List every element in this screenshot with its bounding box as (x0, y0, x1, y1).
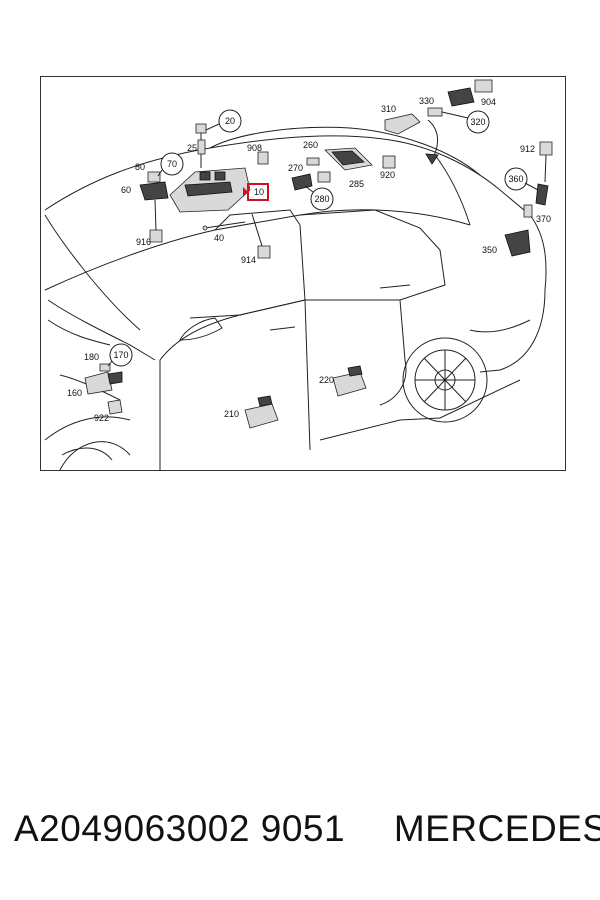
part-270-bulb (306, 157, 320, 166)
label-220: 220 (319, 375, 334, 385)
label-330: 330 (419, 96, 434, 106)
part-40-cable (202, 221, 246, 231)
callout-170-label: 170 (113, 350, 128, 360)
part-912-connector (539, 141, 553, 183)
label-350: 350 (482, 245, 497, 255)
part-370-sensor (523, 183, 549, 218)
footer-caption: A2049063002 9051 MERCEDES (14, 808, 600, 858)
label-160: 160 (67, 388, 82, 398)
callout-70: 70 (157, 152, 184, 177)
direction-arrow (425, 119, 439, 165)
part-220-puddle-lamp (332, 365, 367, 397)
callout-10-label: 10 (254, 187, 264, 197)
callout-70-label: 70 (167, 159, 177, 169)
part-908-clip (257, 151, 269, 165)
label-270: 270 (288, 163, 303, 173)
overhead-control-panel (169, 167, 251, 213)
part-180-bulb (99, 363, 111, 372)
part-330-bulb (427, 107, 443, 117)
callout-20: 20 (205, 109, 242, 133)
part-210-puddle-lamp (244, 395, 279, 429)
label-210: 210 (224, 409, 239, 419)
label-370: 370 (536, 214, 551, 224)
label-60: 60 (121, 185, 131, 195)
callout-280-label: 280 (314, 194, 329, 204)
part-25-bulb (195, 123, 207, 168)
label-916: 916 (136, 237, 151, 247)
label-80: 80 (135, 162, 145, 172)
part-914-connector (251, 213, 271, 259)
label-920: 920 (380, 170, 395, 180)
callout-10-highlight[interactable]: 10 (243, 183, 269, 201)
brand-name: MERCEDES (393, 808, 600, 849)
callout-320-label: 320 (470, 117, 485, 127)
part-922-connector (107, 399, 123, 415)
part-285-connector (291, 171, 331, 191)
label-25: 25 (187, 143, 197, 153)
label-180: 180 (84, 352, 99, 362)
callout-170: 170 (107, 343, 133, 367)
callout-360-label: 360 (508, 174, 523, 184)
label-912: 912 (520, 144, 535, 154)
callout-20-label: 20 (225, 116, 235, 126)
callout-360: 360 (504, 167, 539, 191)
label-908: 908 (247, 143, 262, 153)
label-904: 904 (481, 97, 496, 107)
label-40: 40 (214, 233, 224, 243)
part-260-lamp (324, 147, 373, 171)
part-80-60-lamp (139, 171, 169, 243)
callout-280: 280 (304, 185, 334, 211)
callout-320: 320 (441, 110, 490, 134)
label-922: 922 (94, 413, 109, 423)
label-310: 310 (381, 104, 396, 114)
part-160-lamp (84, 371, 123, 395)
part-310-lamp (384, 113, 421, 135)
label-285: 285 (349, 179, 364, 189)
label-914: 914 (241, 255, 256, 265)
part-number: A2049063002 9051 (14, 808, 346, 849)
label-260: 260 (303, 140, 318, 150)
part-350-lamp (504, 229, 531, 257)
part-920-clip (382, 155, 396, 169)
part-904-socket (447, 79, 493, 107)
